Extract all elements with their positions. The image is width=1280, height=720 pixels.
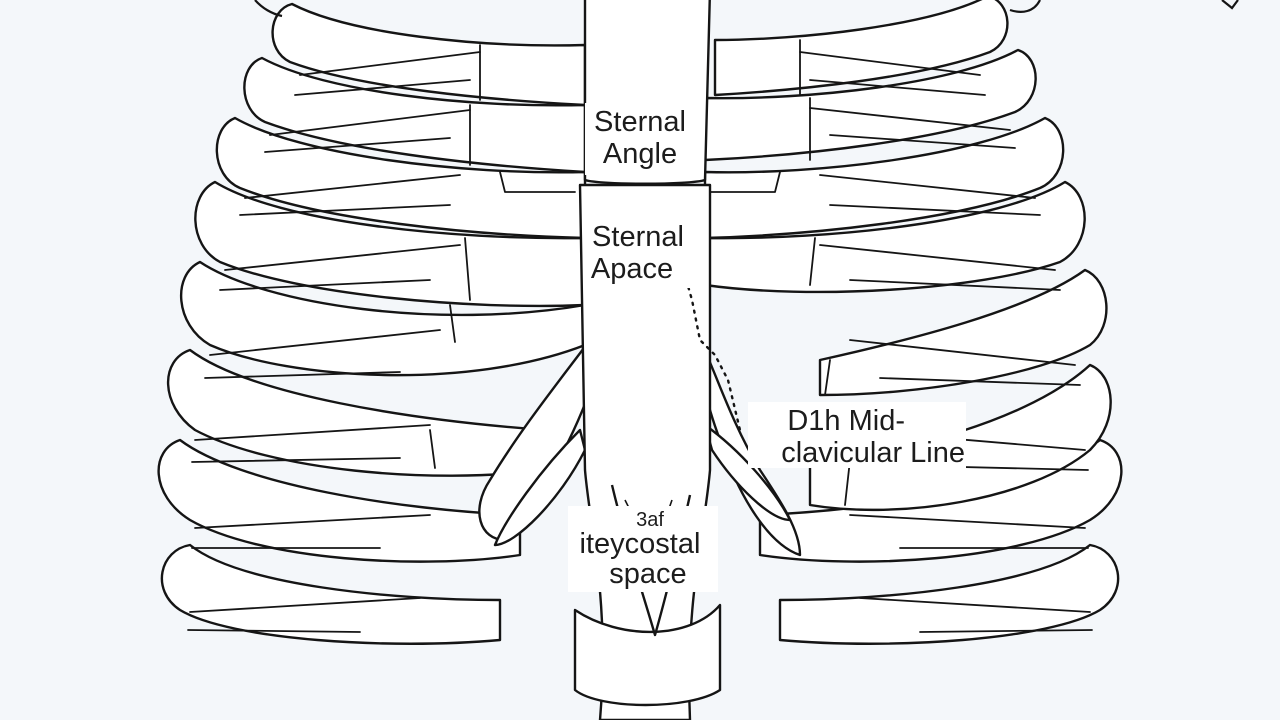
right-lower-oval [703,423,792,522]
right-intercostal-lines [799,51,1093,633]
sternal-apace-line1: Sternal [592,221,684,253]
right-rib-6 [703,180,1086,294]
left-rib-8 [166,348,547,477]
label-sternal-angle: Sternal Angle [594,106,686,170]
intercostal-line3: space [609,558,686,590]
mid-clavicular-leader-line [682,270,742,432]
right-rib-7 [818,268,1108,397]
sternal-angle-line1: Sternal [594,106,686,138]
label-intercostal-space: 3af iteycostal space [580,509,701,590]
left-rib-3 [271,2,587,107]
sternal-angle-line2: Angle [603,138,677,170]
label-backgrounds [568,103,966,592]
left-rib-9 [157,438,522,563]
left-rib-cage [157,2,602,645]
corner-mark-icon [1221,0,1239,10]
label-mid-clavicular-line: D1h Mid- clavicular Line [781,405,965,469]
right-clavicle-stub [1009,0,1041,13]
label-sternal-apace: Sternal Apace [591,221,684,285]
left-intercostal-lines [187,51,481,633]
intercostal-line2: iteycostal [580,528,701,560]
xiphoid-process [573,603,722,707]
left-rib-10 [160,543,502,645]
right-rib-5 [703,116,1065,240]
right-rib-10 [778,543,1120,645]
right-cartilage-joints [709,39,851,506]
clavicle-stubs [254,0,1239,18]
right-rib-4 [703,48,1037,162]
left-rib-4 [243,56,587,174]
left-lower-oval [493,428,587,547]
right-rib-cage [698,0,1123,645]
left-cartilage-joints [429,44,576,469]
sternal-apace-line2: Apace [591,253,673,285]
mid-clavicular-line1: D1h Mid- [787,405,905,437]
left-clavicle-stub [254,0,283,18]
left-costal-arch [478,338,602,542]
mid-clavicular-line2: clavicular Line [781,437,965,469]
right-rib-3 [713,0,1009,97]
intercostal-line1: 3af [636,509,664,531]
